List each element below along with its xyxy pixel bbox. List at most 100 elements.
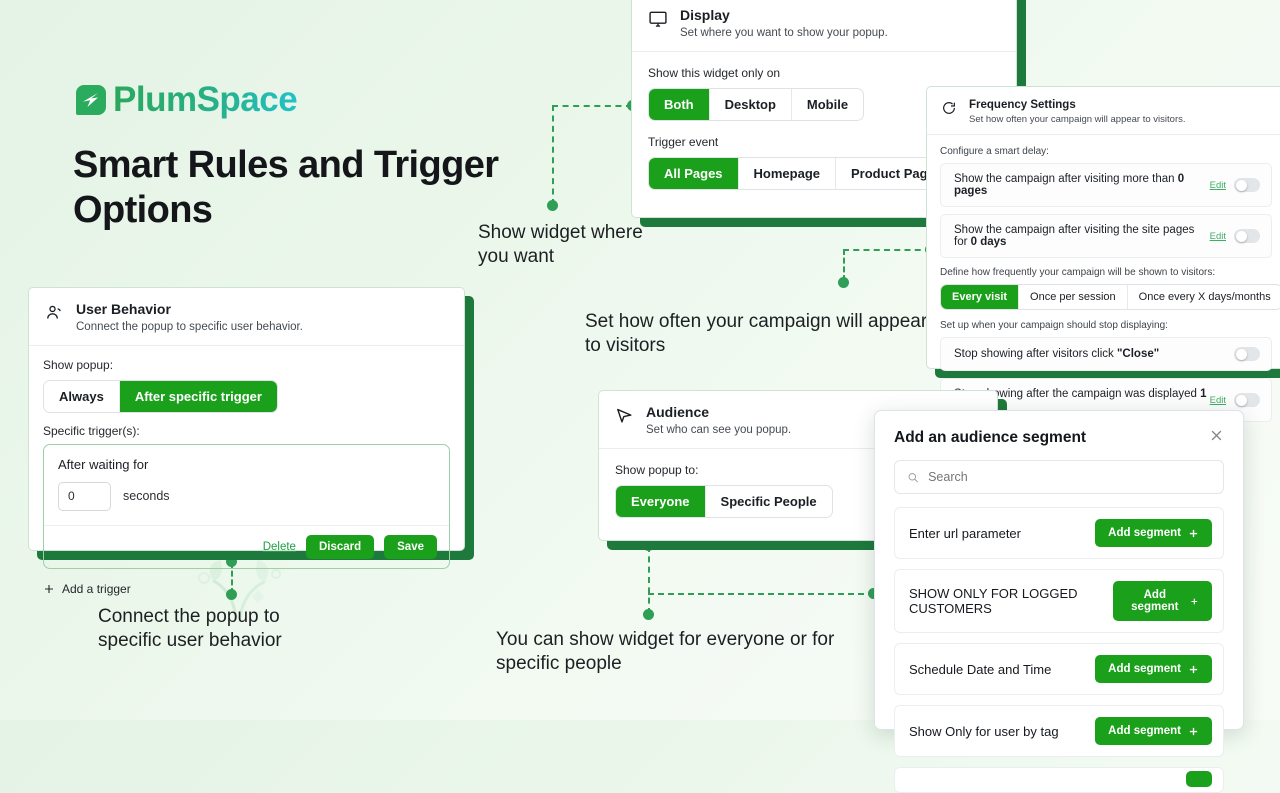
audience-show-to-label: Show popup to: <box>615 462 699 477</box>
connector-behavior-v <box>231 562 233 594</box>
connector-dot-modal <box>868 588 879 599</box>
segment-row-logged-customers[interactable]: SHOW ONLY FOR LOGGED CUSTOMERS Add segme… <box>894 569 1224 633</box>
brand-name-space: Space <box>196 80 298 119</box>
stop-row-close-toggle[interactable] <box>1234 347 1260 362</box>
connector-dot-audience-start <box>643 540 654 551</box>
segment-list: Enter url parameter Add segment SHOW ONL… <box>875 494 1243 793</box>
frequency-panel: Frequency Settings Set how often your ca… <box>926 86 1280 423</box>
add-segment-label: Add segment <box>1108 527 1181 539</box>
caption-behavior: Connect the popup to specific user behav… <box>98 606 282 652</box>
trigger-card-top: After waiting for seconds <box>44 445 449 525</box>
delay-row-pages-text: Show the campaign after visiting more th… <box>954 173 1178 186</box>
segment-row-url-parameter[interactable]: Enter url parameter Add segment <box>894 507 1224 559</box>
trigger-card-title: After waiting for <box>58 456 149 472</box>
frequency-option-every-visit[interactable]: Every visit <box>941 285 1020 310</box>
segment-search-input[interactable] <box>928 470 1211 484</box>
user-behavior-title: User Behavior <box>76 301 171 317</box>
audience-option-specific[interactable]: Specific People <box>720 493 817 509</box>
delete-trigger-link[interactable]: Delete <box>262 540 296 553</box>
delay-row-days-toggle[interactable] <box>1234 229 1260 244</box>
device-option-both[interactable]: Both <box>649 88 710 120</box>
page-title: Smart Rules and Trigger Options <box>73 144 499 231</box>
trigger-seconds-input[interactable] <box>58 481 111 511</box>
popup-mode-toggle-group[interactable]: Always After specific trigger <box>43 379 278 413</box>
leaf-icon <box>76 85 106 115</box>
plus-icon <box>1191 598 1198 604</box>
discard-button[interactable]: Discard <box>305 534 375 559</box>
add-segment-button[interactable]: Add segment <box>1095 717 1212 745</box>
poster-canvas: PlumSpace Smart Rules and Trigger Option… <box>0 0 1280 720</box>
segment-name: Show Only for user by tag <box>909 723 1059 739</box>
popup-mode-after-trigger[interactable]: After specific trigger <box>119 380 277 412</box>
add-audience-segment-modal: Add an audience segment Enter url parame… <box>874 410 1244 793</box>
add-segment-button[interactable] <box>1186 771 1212 787</box>
caption-display: Show widget where you want <box>478 222 643 268</box>
frequency-subtitle: Set how often your campaign will appear … <box>969 114 1186 126</box>
users-icon <box>45 303 64 327</box>
trigger-card-actions: Delete Discard Save <box>44 524 449 568</box>
device-option-mobile[interactable]: Mobile <box>806 96 849 112</box>
add-segment-button[interactable]: Add segment <box>1095 655 1212 683</box>
audience-toggle-group[interactable]: Everyone Specific People <box>615 484 833 518</box>
define-frequency-label: Define how frequently your campaign will… <box>940 267 1216 279</box>
delay-row-pages-toggle[interactable] <box>1234 178 1260 193</box>
plus-icon <box>1189 665 1198 673</box>
page-option-all[interactable]: All Pages <box>649 157 739 189</box>
display-panel-body: Show this widget only on Both Desktop Mo… <box>632 52 1016 206</box>
segment-row-user-by-tag[interactable]: Show Only for user by tag Add segment <box>894 705 1224 757</box>
frequency-panel-body: Configure a smart delay: Show the campai… <box>927 135 1280 434</box>
delay-row-days-edit[interactable]: Edit <box>1209 230 1226 242</box>
segment-search-box[interactable] <box>894 460 1224 494</box>
frequency-toggle-group[interactable]: Every visit Once per session Once every … <box>940 284 1280 311</box>
segment-name: Schedule Date and Time <box>909 661 1052 677</box>
display-subtitle: Set where you want to show your popup. <box>680 26 888 39</box>
add-trigger-label: Add a trigger <box>62 581 131 596</box>
monitor-icon <box>648 9 668 34</box>
add-segment-label: Add segment <box>1131 589 1179 613</box>
add-segment-label: Add segment <box>1108 725 1181 737</box>
display-title: Display <box>680 7 730 23</box>
add-segment-button[interactable]: Add segment <box>1113 581 1212 621</box>
add-segment-label: Add segment <box>1108 663 1181 675</box>
close-icon[interactable] <box>1209 428 1224 448</box>
page-option-homepage[interactable]: Homepage <box>739 157 836 189</box>
popup-mode-always[interactable]: Always <box>44 380 120 412</box>
device-toggle-group[interactable]: Both Desktop Mobile <box>648 87 865 121</box>
frequency-option-once-x-days[interactable]: Once every X days/months <box>1138 291 1271 304</box>
audience-option-everyone[interactable]: Everyone <box>616 485 706 517</box>
connector-display-h <box>552 105 632 107</box>
audience-panel-body: Show popup to: Everyone Specific People <box>599 449 997 534</box>
smart-delay-label: Configure a smart delay: <box>940 146 1049 158</box>
frequency-option-once-session[interactable]: Once per session <box>1019 285 1128 310</box>
connector-dot-display-end <box>547 200 558 211</box>
show-popup-label: Show popup: <box>43 357 114 372</box>
segment-row-partial[interactable] <box>894 767 1224 793</box>
user-behavior-subtitle: Connect the popup to specific user behav… <box>76 320 303 333</box>
trigger-wait-row: seconds <box>58 481 435 511</box>
delay-row-days-value: 0 days <box>970 236 1007 249</box>
stop-row-displayed-toggle[interactable] <box>1234 393 1260 408</box>
delay-row-pages[interactable]: Show the campaign after visiting more th… <box>940 163 1272 208</box>
connector-frequency-v <box>843 249 845 281</box>
segment-row-schedule-date-time[interactable]: Schedule Date and Time Add segment <box>894 643 1224 695</box>
delay-row-pages-edit[interactable]: Edit <box>1209 179 1226 191</box>
brand-logo: PlumSpace <box>76 80 297 120</box>
stop-row-close[interactable]: Stop showing after visitors click "Close… <box>940 337 1272 372</box>
brand-name: PlumSpace <box>113 80 297 120</box>
audience-panel-header: Audience Set who can see you popup. <box>599 391 997 449</box>
delay-row-days[interactable]: Show the campaign after visiting the sit… <box>940 214 1272 259</box>
connector-display-v <box>552 105 554 205</box>
audience-title: Audience <box>646 404 710 420</box>
stop-row-displayed-edit[interactable]: Edit <box>1209 394 1226 406</box>
modal-header: Add an audience segment <box>875 411 1243 460</box>
plus-icon <box>45 584 53 593</box>
stop-row-close-value: "Close" <box>1116 348 1160 361</box>
paper-plane-icon <box>615 406 634 430</box>
caption-frequency: Set how often your campaign will appear … <box>585 311 928 357</box>
save-button[interactable]: Save <box>384 534 437 559</box>
user-behavior-panel: User Behavior Connect the popup to speci… <box>28 287 465 596</box>
add-segment-button[interactable]: Add segment <box>1095 519 1212 547</box>
trigger-card: After waiting for seconds Delete Discard… <box>43 443 450 569</box>
add-trigger-button[interactable]: Add a trigger <box>43 582 450 596</box>
device-option-desktop[interactable]: Desktop <box>710 88 792 120</box>
